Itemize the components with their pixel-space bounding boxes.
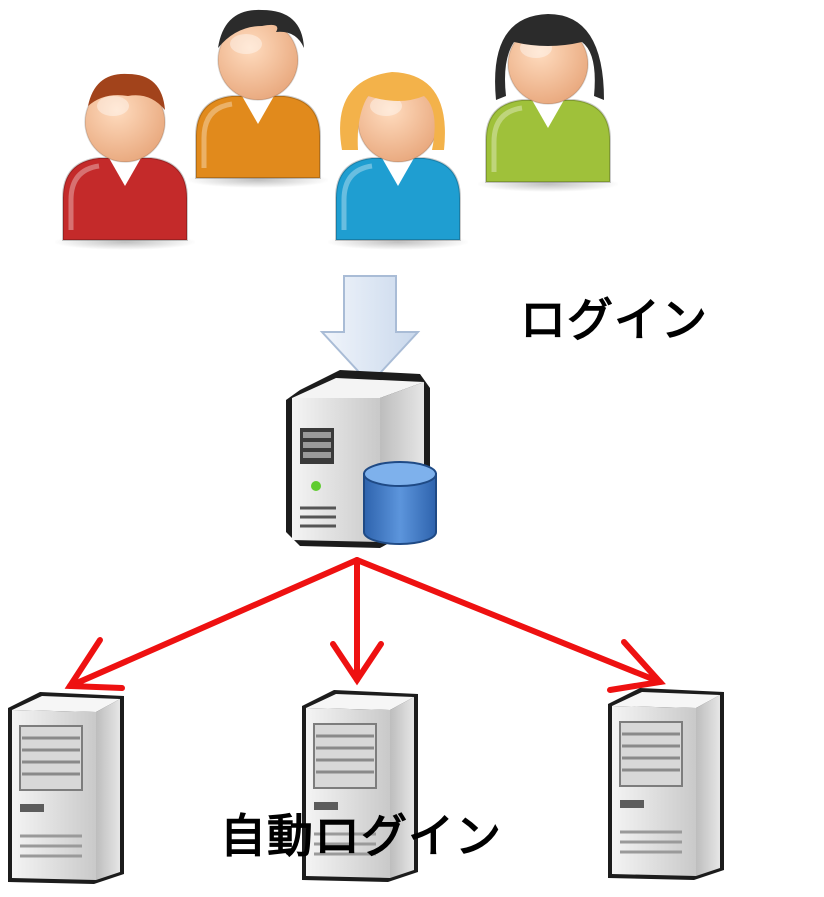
server-icon [6, 690, 126, 886]
user-icon [53, 73, 197, 250]
server-database-icon [286, 370, 437, 548]
server-icon [606, 686, 726, 882]
arrow-to-server-right [354, 557, 666, 693]
user-icon [186, 9, 330, 188]
arrow-to-server-left [64, 557, 360, 691]
down-arrow-icon [319, 275, 421, 386]
arrow-to-server-center [330, 557, 384, 686]
auto-login-label: 自動ログイン [220, 809, 502, 863]
login-label: ログイン [520, 293, 708, 347]
auto-login-arrows [64, 557, 666, 693]
user-icon [476, 14, 620, 192]
users-group [53, 9, 620, 250]
user-icon [326, 72, 470, 250]
